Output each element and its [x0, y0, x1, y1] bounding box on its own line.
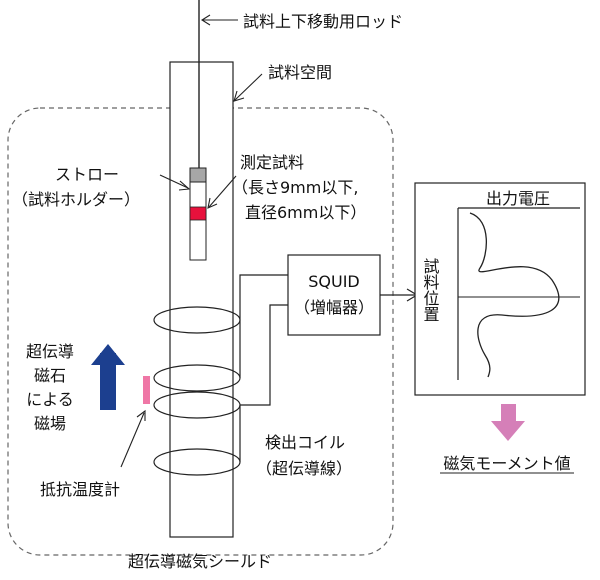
- magnet-label-4: 磁場: [34, 414, 66, 433]
- sample-diameter-label: 直径6mm以下）: [245, 203, 366, 222]
- magnet-label-1: 超伝導: [26, 342, 74, 361]
- sample-marker: [189, 206, 207, 221]
- squid-label: SQUID: [308, 272, 360, 291]
- straw-leader: [159, 174, 189, 189]
- straw-leader-arrowhead: [178, 180, 191, 191]
- shield-label: 超伝導磁気シールド: [128, 552, 272, 571]
- squid-amplifier-box: [287, 254, 381, 336]
- sample-space-tube: [169, 61, 234, 538]
- down-arrow-icon: [491, 404, 525, 441]
- magnet-label-2: 磁石: [34, 366, 66, 385]
- up-arrow-icon: [91, 344, 125, 410]
- squid-amplifier-label: （増幅器）: [294, 298, 374, 317]
- output-voltage-label: 出力電圧: [486, 189, 550, 208]
- thermometer-label: 抵抗温度計: [40, 480, 120, 499]
- rod-leader-arrowhead: [200, 14, 211, 26]
- thermometer-leader: [120, 412, 145, 468]
- sample-leader: [208, 175, 237, 208]
- sample-space-label: 試料空間: [268, 63, 332, 82]
- output-graph-frame: [414, 182, 586, 396]
- magnetic-shield-outline: [7, 107, 394, 556]
- sample-leader-arrowhead: [207, 197, 218, 209]
- rod-label: 試料上下移動用ロッド: [243, 12, 403, 31]
- moment-value-label: 磁気モーメント値: [443, 454, 570, 473]
- coil-wire-upper: [239, 274, 290, 320]
- sample-space-arrowhead: [233, 90, 245, 102]
- sample-position-label: 試料位置: [421, 258, 440, 322]
- coil-label: 検出コイル: [265, 433, 345, 452]
- sample-space-leader: [234, 73, 263, 101]
- straw-label-sub: （試料ホルダー）: [12, 190, 140, 209]
- straw-cap: [189, 167, 207, 183]
- straw-label: ストロー: [55, 165, 119, 184]
- thermometer-leader-arrowhead: [136, 409, 146, 421]
- signal-curve: [469, 212, 560, 378]
- coil-wire-label: （超伝導線）: [256, 459, 352, 478]
- sample-label: 測定試料: [240, 153, 304, 172]
- coil-wire-lower: [240, 304, 290, 406]
- sample-size-label: （長さ9mm以下,: [232, 178, 358, 197]
- magnet-label-3: による: [26, 390, 74, 409]
- resistance-thermometer: [143, 376, 150, 404]
